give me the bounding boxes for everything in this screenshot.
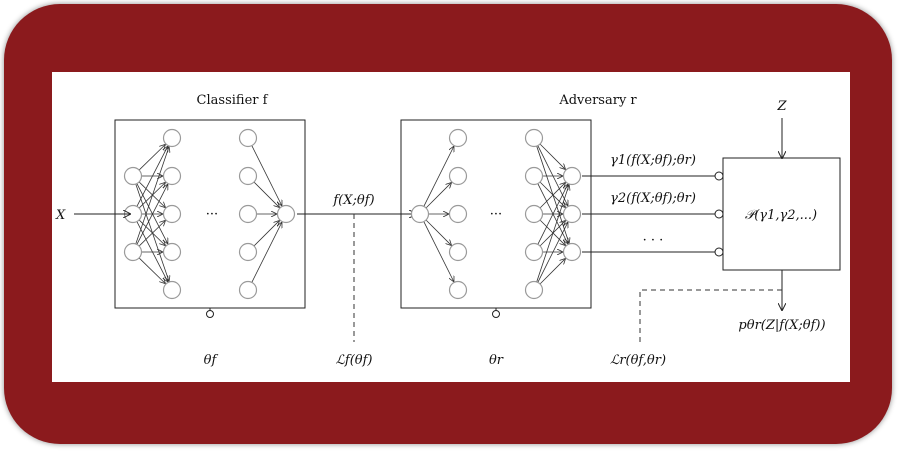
adversary-edge [539, 181, 565, 207]
classifier-output-edge [253, 181, 279, 207]
classifier-edge [136, 183, 168, 244]
adversary-input-edge [425, 183, 451, 209]
classifier-hidden-node [162, 280, 182, 300]
adversary-edge [537, 145, 568, 206]
classifier-hidden-node [238, 242, 258, 262]
classifier-hidden-node [162, 128, 182, 148]
gamma2-label: γ2(f(X;θf);θr) [610, 191, 696, 206]
gamma1-label: γ1(f(X;θf);θr) [610, 153, 696, 168]
adversary-edge [539, 183, 565, 209]
theta-f-pin [206, 310, 214, 318]
adversary-hidden-ellipsis: ··· [490, 207, 502, 222]
adversary-hidden-node [524, 280, 544, 300]
gamma1-port [714, 171, 724, 181]
classifier-edge [135, 147, 169, 245]
adversary-input-edge [425, 219, 451, 245]
classifier-hidden-node [162, 166, 182, 186]
adversary-hidden-node [448, 128, 468, 148]
adversary-hidden-node [524, 204, 544, 224]
classifier-input-node [123, 242, 143, 262]
adversary-edge [539, 143, 565, 169]
outputs-ellipsis: · · · [643, 233, 664, 248]
adversary-output-node [562, 242, 582, 262]
adversary-output-node [562, 166, 582, 186]
classifier-edge [138, 219, 165, 245]
adversary-edge [537, 184, 568, 245]
gamma2-port [714, 209, 724, 219]
classifier-hidden-node [238, 128, 258, 148]
adversary-edge [539, 259, 565, 285]
adversary-input-edge [423, 221, 454, 282]
loss-r-dashed-line [639, 289, 782, 342]
classifier-hidden-ellipsis: ··· [206, 207, 218, 222]
classifier-title: Classifier f [197, 93, 269, 108]
adversary-hidden-node [448, 166, 468, 186]
prior-label: 𝒫(γ1,γ2,...) [745, 208, 817, 223]
classifier-edge [136, 146, 168, 207]
adversary-hidden-node [524, 242, 544, 262]
theta-r-label: θr [489, 353, 504, 368]
classifier-input-node [123, 166, 143, 186]
theta-r-pin [492, 310, 500, 318]
classifier-hidden-node [238, 166, 258, 186]
adversary-hidden-node [524, 166, 544, 186]
classifier-output-edge [251, 145, 282, 206]
classifier-edges [135, 145, 282, 284]
posterior-label: pθr(Z|f(X;θf)) [738, 318, 825, 333]
theta-f-label: θf [204, 353, 219, 368]
loss-f-label: ℒf(θf) [336, 353, 373, 368]
adversary-edge [537, 183, 568, 244]
classifier-output-node [276, 204, 296, 224]
classifier-output-edge [253, 221, 279, 247]
gamma-n-port [714, 247, 724, 257]
classifier-output-label: f(X;θf) [332, 193, 374, 208]
classifier-edge [138, 221, 165, 247]
classifier-edge [136, 221, 168, 282]
classifier-edge [138, 181, 165, 207]
z-label: Z [776, 99, 787, 114]
adversary-hidden-node [448, 204, 468, 224]
diagram-panel [52, 72, 850, 382]
classifier-edge [138, 257, 165, 283]
adversary-hidden-node [448, 280, 468, 300]
network-diagram: Classifier f Adversary r ··· X f(X;θf) ℒ… [55, 93, 841, 368]
adversary-hidden-node [524, 128, 544, 148]
adversary-edge [537, 222, 568, 283]
adversary-hidden-node [448, 242, 468, 262]
adversary-edges [423, 143, 569, 285]
adversary-nodes [410, 128, 582, 300]
classifier-edge [136, 184, 168, 245]
classifier-nodes [123, 128, 296, 300]
adversary-input-edge [423, 146, 454, 207]
classifier-hidden-node [238, 280, 258, 300]
classifier-hidden-node [162, 204, 182, 224]
adversary-edge [536, 185, 569, 283]
adversary-edge [539, 219, 565, 245]
classifier-hidden-node [238, 204, 258, 224]
classifier-hidden-node [162, 242, 182, 262]
adversary-output-node [562, 204, 582, 224]
classifier-edge [138, 145, 165, 171]
classifier-output-edge [251, 222, 282, 283]
adversary-input-node [410, 204, 430, 224]
adversary-title: Adversary r [558, 93, 637, 108]
input-label: X [55, 208, 66, 223]
loss-r-label: ℒr(θf,θr) [610, 353, 666, 368]
